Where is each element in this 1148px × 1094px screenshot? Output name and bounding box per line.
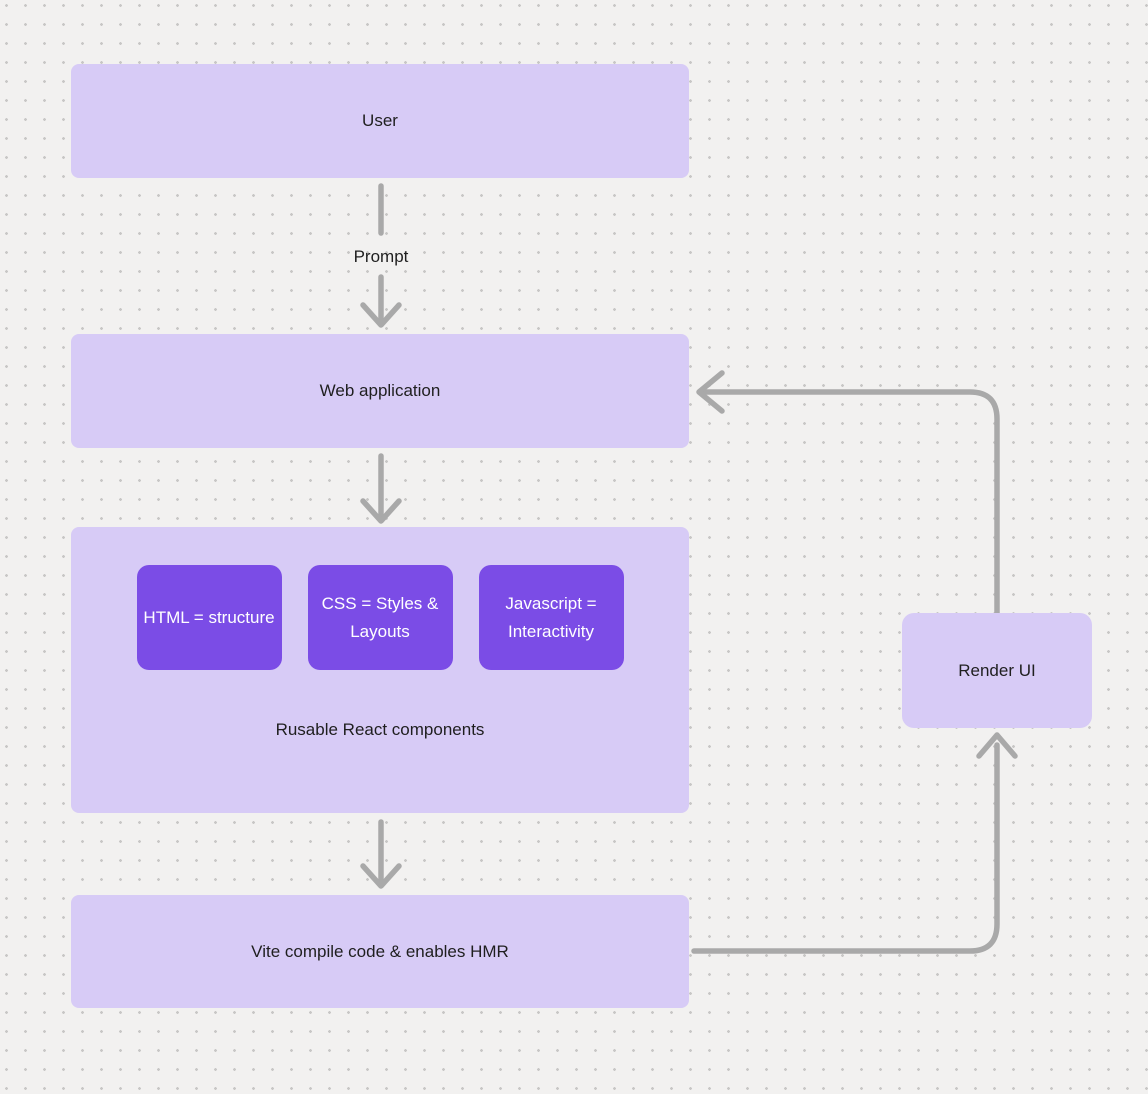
edge-render-web-arrowhead (696, 370, 725, 414)
edge-vite-render-arrowhead (976, 732, 1018, 759)
edge-vite-render-line (691, 742, 1000, 954)
node-vite: Vite compile code & enables HMR (71, 895, 689, 1008)
child-node-css: CSS = Styles & Layouts (307, 565, 453, 670)
edge-user-web-arrowhead (360, 302, 402, 328)
child-node-javascript-label: Javascript = Interactivity (505, 593, 597, 641)
child-node-css-label: CSS = Styles & Layouts (321, 593, 439, 641)
node-render-ui-label: Render UI (958, 660, 1036, 680)
child-node-html-label: HTML = structure (143, 607, 275, 627)
edge-label-prompt: Prompt (353, 247, 409, 266)
node-web-application-label: Web application (319, 381, 441, 400)
edge-web-group-arrowhead (360, 498, 402, 524)
edge-render-web-line (702, 389, 1000, 616)
node-user-label: User (362, 111, 398, 130)
group-children-row: HTML = structure CSS = Styles & Layouts … (71, 565, 689, 670)
edge-group-vite-arrowhead (360, 863, 402, 889)
child-node-html: HTML = structure (136, 565, 282, 670)
group-caption: Rusable React components (275, 720, 485, 739)
group-react-components: HTML = structure CSS = Styles & Layouts … (71, 527, 689, 813)
node-web-application: Web application (71, 334, 689, 448)
node-vite-label: Vite compile code & enables HMR (251, 941, 509, 961)
node-user: User (71, 64, 689, 178)
child-node-javascript: Javascript = Interactivity (478, 565, 624, 670)
node-render-ui: Render UI (902, 613, 1092, 728)
